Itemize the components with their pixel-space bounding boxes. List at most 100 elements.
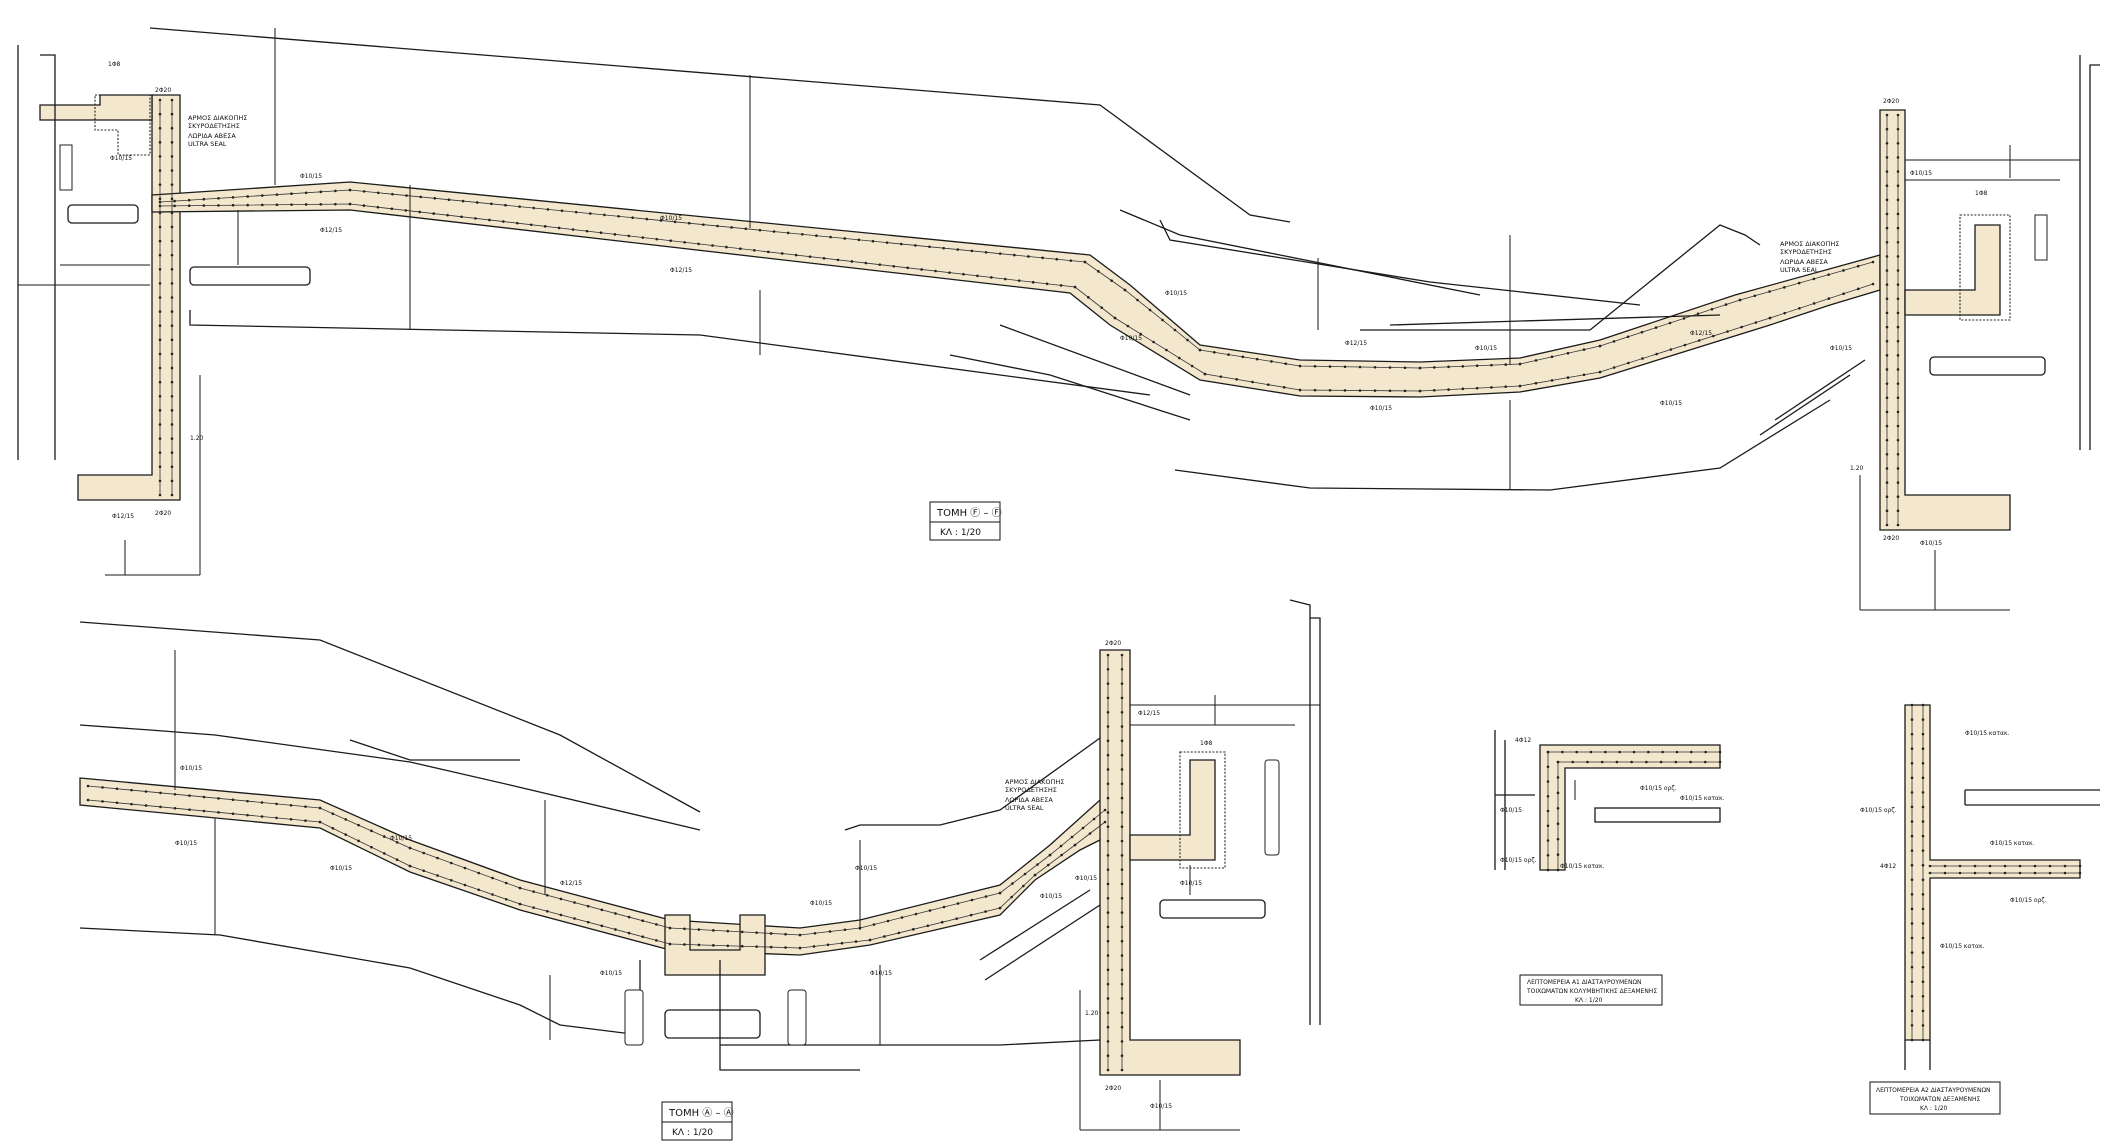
aa-joint-1: ΑΡΜΟΣ ΔΙΑΚΟΠΗΣ — [1005, 778, 1064, 786]
rebar-dot — [1087, 296, 1090, 299]
rebar-dot — [912, 928, 915, 931]
ff-joint-right-4: ULTRA SEAL — [1780, 266, 1819, 274]
rebar-dot — [202, 809, 206, 813]
rebar-dot — [969, 913, 973, 917]
aa-rebar-label: Φ10/15 — [855, 865, 877, 872]
rebar-dot — [130, 802, 133, 806]
rebar-dot — [755, 945, 758, 948]
ff-joint-right-1: ΑΡΜΟΣ ΔΙΑΚΟΠΗΣ — [1780, 240, 1839, 248]
rebar-dot — [1885, 113, 1889, 117]
rebar-dot — [1842, 269, 1845, 272]
rebar-dot — [1647, 750, 1650, 754]
rebar-dot — [614, 928, 617, 931]
rebar-dot — [532, 206, 536, 210]
rebar-dot — [1682, 317, 1686, 320]
rebar-dot — [188, 808, 191, 811]
rebar-dot — [1546, 839, 1550, 842]
rebar-dot — [158, 394, 162, 398]
rebar-dot — [1033, 873, 1037, 877]
a1-label: Φ10/15 κατακ. — [1680, 795, 1725, 802]
rebar-dot — [275, 802, 278, 806]
rebar-dot — [1106, 1011, 1110, 1015]
rebar-dot — [1106, 954, 1110, 957]
rebar-dot — [158, 310, 162, 313]
aa-dim: 1.20 — [1085, 1010, 1099, 1017]
rebar-dot — [1120, 653, 1124, 657]
rebar-dot — [697, 943, 701, 947]
rebar-dot — [231, 203, 235, 207]
rebar-dot — [170, 141, 174, 144]
rebar-dot — [1022, 884, 1025, 888]
rebar-dot — [872, 923, 876, 926]
rebar-dot — [1139, 332, 1143, 336]
aa-rebar-label: Φ10/15 — [180, 765, 202, 772]
rebar-dot — [1726, 330, 1729, 333]
rebar-dot — [1885, 170, 1889, 173]
rebar-dot — [1343, 389, 1347, 392]
rebar-dot — [1712, 334, 1715, 338]
terrain-line-ff-1 — [149, 27, 1291, 223]
rebar-dot — [173, 199, 176, 203]
rebar-dot — [990, 276, 993, 279]
rebar-dot — [1842, 292, 1845, 296]
rebar-dot — [158, 493, 162, 497]
rebar-dot — [318, 806, 322, 810]
rebar-dot — [449, 861, 453, 865]
rebar-dot — [942, 246, 945, 250]
rebar-dot — [1988, 871, 1992, 875]
rebar-dot — [170, 239, 174, 243]
rebar-dot — [617, 215, 620, 218]
rebar-dot — [170, 423, 174, 426]
rebar-dot — [1604, 750, 1607, 754]
rebar-dot — [1615, 760, 1619, 764]
rebar-dot — [2078, 871, 2082, 875]
rebar-dot — [976, 274, 979, 278]
rebar-dot — [1921, 922, 1925, 925]
rebar-dot — [970, 249, 974, 253]
rebar-dot — [1120, 839, 1124, 843]
rebar-dot — [712, 929, 715, 932]
rebar-dot — [395, 858, 399, 862]
rebar-dot — [158, 465, 162, 469]
rebar-dot — [1885, 255, 1889, 258]
rebar-dot — [1106, 811, 1110, 814]
rebar-dot — [962, 272, 965, 276]
aa-mark: 2Φ20 — [1105, 640, 1121, 647]
rebar-dot — [769, 945, 773, 949]
rebar-dot — [1173, 328, 1177, 332]
rebar-dot — [1612, 366, 1616, 369]
rebar-dot — [1106, 1068, 1110, 1072]
rebar-dot — [942, 905, 946, 909]
rebar-dot — [1669, 348, 1673, 351]
rebar-dot — [614, 912, 617, 915]
ff-rebar-label: Φ10/15 — [1920, 540, 1942, 547]
aa-rebar-label: Φ10/15 — [390, 835, 412, 842]
rebar-dot — [1313, 388, 1317, 392]
rebar-dot — [1490, 386, 1493, 389]
rebar-dot — [1106, 854, 1110, 857]
rebar-dot — [304, 203, 308, 206]
rebar-dot — [655, 939, 658, 942]
rebar-dot — [1910, 863, 1914, 867]
rebar-dot — [1120, 710, 1124, 714]
rebar-dot — [1120, 668, 1124, 671]
rebar-dot — [1896, 438, 1900, 442]
rebar-dot — [702, 223, 705, 226]
rebar-dot — [1313, 364, 1317, 368]
rebar-dot — [260, 815, 264, 818]
rebar-dot — [1921, 1009, 1925, 1013]
rebar-dot — [1921, 703, 1925, 707]
rebar-dot — [86, 798, 90, 802]
rebar-dot — [725, 245, 728, 249]
aa-joint-2: ΣΚΥΡΟΔΕΤΗΣΗΣ — [1005, 786, 1057, 794]
rebar-dot — [1921, 834, 1925, 838]
rebar-dot — [1896, 481, 1900, 484]
rebar-dot — [712, 944, 715, 947]
rebar-dot — [826, 943, 830, 947]
rebar-dot — [1203, 372, 1207, 376]
a2-label: Φ10/15 κατακ. — [1990, 840, 2035, 847]
rebar-dot — [170, 366, 174, 370]
ff-dim: 1.20 — [190, 435, 204, 442]
rebar-dot — [1753, 294, 1757, 298]
rebar-dot — [231, 196, 235, 199]
